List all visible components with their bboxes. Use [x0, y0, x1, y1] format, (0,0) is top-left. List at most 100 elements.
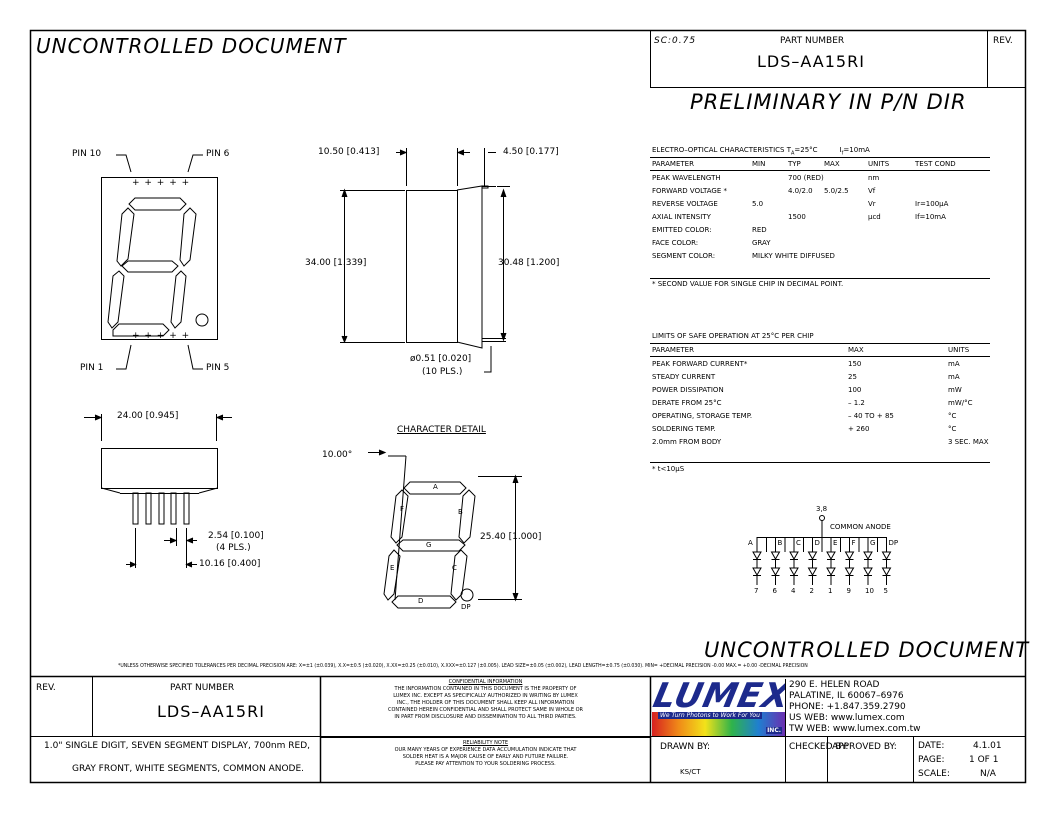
schematic-diode-part — [881, 567, 892, 577]
limits-table-cell: SOLDERING TEMP. — [652, 425, 716, 433]
schematic-pin-label: 10 — [865, 587, 874, 595]
date-value: 4.1.01 — [973, 741, 1002, 751]
eo-table-cell: REVERSE VOLTAGE — [652, 200, 718, 208]
eo-table-cell: μcd — [868, 213, 881, 221]
common-pins-label: 3,8 — [816, 505, 828, 513]
schematic-pin-label: 5 — [883, 587, 888, 595]
schematic-diode-part — [844, 551, 855, 561]
reliability-line: OUR MANY YEARS OF EXPERIENCE DATA ACCUMU… — [394, 747, 577, 753]
header-scale: SC:0.75 — [654, 36, 697, 46]
common-anode-label: COMMON ANODE — [830, 523, 891, 531]
schematic-pin-label: 4 — [791, 587, 796, 595]
limits-table-cell: DERATE FROM 25°C — [652, 399, 722, 407]
header-part-number-label: PART NUMBER — [780, 36, 845, 46]
tolerance-note: *UNLESS OTHERWISE SPECIFIED TOLERANCES P… — [118, 663, 808, 669]
eo-table-cell: Ir=100μA — [915, 200, 949, 208]
title-rev-label: REV. — [36, 683, 56, 693]
schematic-segment-label: D — [814, 539, 820, 547]
schematic-segment-label: B — [777, 539, 783, 547]
pin-diameter-dim: ø0.51 [0.020] — [410, 354, 472, 364]
limits-table-cell: – 1.2 — [848, 399, 865, 407]
schematic-segment-label: E — [833, 539, 838, 547]
confidential-line: LUMEX INC. EXCEPT AS SPECIFICALLY AUTHOR… — [393, 693, 578, 699]
character-detail-title: CHARACTER DETAIL — [397, 425, 486, 435]
schematic-pin-label: 2 — [809, 587, 814, 595]
limits-table-cell: mA — [948, 360, 960, 368]
eo-table-cell: 4.0/2.0 — [788, 187, 813, 195]
schematic-diode-part — [807, 567, 818, 577]
bottom-pin-marks: + + + + + — [132, 331, 191, 341]
limits-table-cell: °C — [948, 425, 957, 433]
eo-table-cell: 5.0 — [752, 200, 764, 208]
lumex-tagline: We Turn Photons to Work For You — [658, 712, 762, 719]
limits-table-cell: 2.0mm FROM BODY — [652, 438, 722, 446]
eo-table-cell: 1500 — [788, 213, 806, 221]
schematic-diode-part — [789, 551, 799, 561]
segment-e-label: E — [390, 564, 395, 572]
schematic-segment-label: F — [851, 539, 856, 547]
limits-table-cell: 3 SEC. MAX — [948, 438, 989, 446]
title-part-number-label: PART NUMBER — [170, 683, 235, 693]
reliability-title: RELIABILITY NOTE — [462, 740, 509, 746]
pin6-label: PIN 6 — [206, 149, 230, 159]
address-line: PALATINE, IL 60067–6976 — [789, 691, 904, 701]
limits-table-cell: 25 — [848, 373, 857, 381]
schematic-diode-part — [752, 567, 762, 577]
scale-label: SCALE: — [918, 769, 950, 779]
schematic-diode-part — [770, 551, 781, 561]
pin5-label: PIN 5 — [206, 363, 230, 373]
top-pin-marks: + + + + + — [132, 178, 191, 188]
preliminary-note: PRELIMINARY IN P/N DIR — [690, 90, 967, 114]
limits-table-cell: 150 — [848, 360, 862, 368]
limits-header-cell: MAX — [848, 346, 864, 354]
confidential-line: CONTAINED HEREIN CONFIDENTIAL AND SHALL … — [387, 707, 584, 713]
lumex-wordmark: LUMEX — [652, 679, 786, 716]
segment-b-label: B — [458, 508, 463, 516]
page-label: PAGE: — [918, 755, 945, 765]
segment-dp-label: DP — [461, 603, 471, 611]
eo-header-cell: MAX — [824, 160, 840, 168]
title-part-number: LDS–AA15RI — [157, 702, 265, 721]
eo-header-cell: PARAMETER — [652, 160, 694, 168]
eo-table-cell: 700 (RED) — [788, 174, 824, 182]
eo-header-cell: TEST COND — [915, 160, 956, 168]
eo-extra-label: SEGMENT COLOR: — [652, 252, 716, 260]
segment-c-label: C — [452, 564, 457, 572]
schematic-diode-part — [844, 567, 855, 577]
eo-header-cell: TYP — [788, 160, 801, 168]
segment-g-label: G — [426, 541, 432, 549]
pin-diameter-qty: (10 PLS.) — [422, 367, 463, 377]
address-line: US WEB: www.lumex.com — [789, 713, 905, 723]
eo-extra-value: RED — [752, 226, 767, 234]
eo-table-note: * SECOND VALUE FOR SINGLE CHIP IN DECIMA… — [652, 280, 844, 288]
pin10-label: PIN 10 — [72, 149, 102, 159]
limits-table-cell: mA — [948, 373, 960, 381]
pin1-label: PIN 1 — [80, 363, 104, 373]
schematic-segment-label: A — [748, 539, 753, 547]
approved-by-label: APPROVED BY: — [832, 742, 897, 752]
uncontrolled-watermark: UNCONTROLLED DOCUMENT — [36, 34, 347, 58]
eo-table-cell: 5.0/2.5 — [824, 187, 849, 195]
limits-table-title: LIMITS OF SAFE OPERATION AT 25°C PER CHI… — [652, 332, 814, 340]
eo-table-cell: FORWARD VOLTAGE * — [652, 187, 728, 195]
eo-table-cell: PEAK WAVELENGTH — [652, 174, 721, 182]
reliability-line: PLEASE PAY ATTENTION TO YOUR SOLDERING P… — [415, 761, 556, 767]
address-line: TW WEB: www.lumex.com.tw — [789, 724, 921, 734]
schematic-segment-label: G — [870, 539, 876, 547]
limits-table-cell: mW/°C — [948, 399, 973, 407]
eo-extra-label: FACE COLOR: — [652, 239, 699, 247]
eo-extra-value: MILKY WHITE DIFFUSED — [752, 252, 835, 260]
side-pin-length-dim: 30.48 [1.200] — [498, 258, 560, 268]
checked-by-label: CHECKED BY: — [789, 742, 849, 752]
limits-table-cell: PEAK FORWARD CURRENT* — [652, 360, 748, 368]
schematic-segment-label: C — [796, 539, 801, 547]
header-part-number: LDS–AA15RI — [757, 52, 865, 71]
limits-table-cell: 100 — [848, 386, 862, 394]
schematic-pin-label: 7 — [754, 587, 759, 595]
side-depth-dim: 4.50 [0.177] — [503, 147, 559, 157]
bottom-width-dim: 24.00 [0.945] — [117, 411, 179, 421]
limits-table-cell: – 40 TO + 85 — [848, 412, 894, 420]
address-line: PHONE: +1.847.359.2790 — [789, 702, 906, 712]
schematic-diode-part — [770, 567, 781, 577]
